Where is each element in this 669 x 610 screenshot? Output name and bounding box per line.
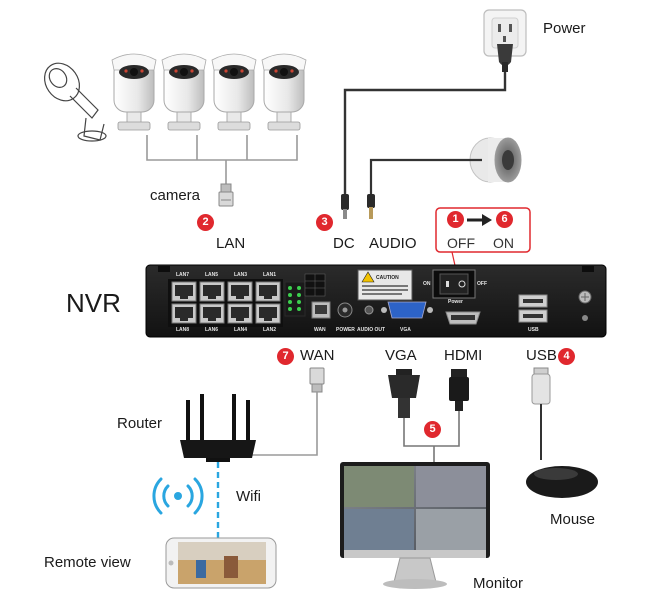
camera-4 bbox=[261, 53, 307, 131]
rj45-port-lan3 bbox=[227, 281, 253, 302]
wan-cable bbox=[245, 392, 318, 456]
status-leds bbox=[284, 281, 306, 317]
audio-connector bbox=[367, 194, 375, 219]
hdmi-port bbox=[445, 311, 481, 325]
panel-vga: VGA bbox=[400, 327, 411, 333]
off-label: OFF bbox=[447, 235, 475, 251]
panel-lan5: LAN5 bbox=[205, 272, 219, 278]
hdmi-label: HDMI bbox=[444, 347, 483, 364]
step-badge-3: 3 bbox=[316, 214, 333, 231]
audio-label: AUDIO bbox=[369, 235, 417, 252]
step-badge-7: 7 bbox=[277, 348, 294, 365]
power-plug bbox=[497, 44, 513, 72]
status-led bbox=[288, 286, 292, 290]
camera-lan-bus bbox=[146, 135, 298, 186]
monitor-cables bbox=[403, 411, 460, 462]
audio-cable bbox=[369, 158, 482, 196]
rj45-port-lan8 bbox=[171, 303, 197, 324]
on-label: ON bbox=[493, 235, 514, 251]
step-badge-6: 6 bbox=[496, 211, 513, 228]
panel-power: POWER bbox=[336, 327, 355, 333]
panel-lan6: LAN6 bbox=[205, 327, 219, 333]
panel-switch-label: Power bbox=[448, 299, 464, 305]
vga-port bbox=[381, 301, 433, 319]
dc-label: DC bbox=[333, 235, 355, 252]
panel-caution: CAUTION bbox=[376, 275, 399, 281]
monitor bbox=[340, 462, 490, 589]
status-led bbox=[297, 307, 301, 311]
power-cable bbox=[343, 72, 507, 196]
panel-lan3: LAN3 bbox=[234, 272, 248, 278]
rj45-port-lan1 bbox=[255, 281, 281, 302]
status-led bbox=[288, 300, 292, 304]
smartphone bbox=[165, 537, 277, 589]
nvr-label: NVR bbox=[66, 288, 121, 318]
rj45-port-lan4 bbox=[227, 303, 253, 324]
panel-lan4: LAN4 bbox=[234, 327, 248, 333]
wan-label: WAN bbox=[300, 347, 335, 364]
status-led bbox=[297, 300, 301, 304]
step-badge-4: 4 bbox=[558, 348, 575, 365]
hdmi-connector bbox=[449, 369, 469, 411]
panel-lan1: LAN1 bbox=[263, 272, 277, 278]
panel-switch-off: OFF bbox=[477, 281, 487, 287]
rj45-port-lan7 bbox=[171, 281, 197, 302]
camera-3 bbox=[211, 53, 257, 131]
camera-2 bbox=[161, 53, 207, 131]
router bbox=[180, 394, 256, 462]
panel-usb: USB bbox=[528, 327, 539, 333]
monitor-label: Monitor bbox=[473, 575, 524, 592]
panel-switch-on: ON bbox=[423, 281, 431, 287]
dc-connector bbox=[341, 194, 349, 219]
dome-camera-sketch bbox=[43, 62, 107, 142]
lan-label: LAN bbox=[216, 235, 246, 252]
usb-connector bbox=[531, 367, 551, 405]
mouse-label: Mouse bbox=[550, 511, 596, 528]
camera-1 bbox=[111, 53, 157, 131]
panel-wan: WAN bbox=[314, 327, 326, 333]
lan-connector bbox=[218, 183, 234, 207]
status-led bbox=[288, 293, 292, 297]
usb-label: USB bbox=[526, 347, 557, 364]
power-switch-callout bbox=[435, 207, 531, 253]
panel-audio-out: AUDIO OUT bbox=[357, 327, 386, 333]
port-legend-grid bbox=[304, 273, 326, 297]
power-label: Power bbox=[543, 20, 586, 37]
audio-out-jack bbox=[364, 305, 374, 315]
router-label: Router bbox=[117, 415, 163, 432]
power-switch bbox=[432, 269, 476, 299]
mouse bbox=[526, 466, 598, 498]
status-led bbox=[288, 307, 292, 311]
status-led bbox=[297, 293, 301, 297]
step-badge-5: 5 bbox=[424, 421, 441, 438]
rj45-port-lan2 bbox=[255, 303, 281, 324]
camera-label: camera bbox=[150, 187, 201, 204]
panel-lan2: LAN2 bbox=[263, 327, 277, 333]
panel-lan7: LAN7 bbox=[176, 272, 190, 278]
vga-label: VGA bbox=[385, 347, 417, 364]
wifi-icon bbox=[152, 477, 204, 515]
wifi-label: Wifi bbox=[236, 488, 261, 505]
ground-screw bbox=[578, 290, 592, 321]
vga-connector bbox=[388, 369, 420, 418]
dc-jack bbox=[337, 302, 353, 318]
status-led bbox=[297, 286, 301, 290]
panel-lan8: LAN8 bbox=[176, 327, 190, 333]
usb-ports bbox=[518, 294, 548, 323]
rj45-port-lan5 bbox=[199, 281, 225, 302]
remote-view-label: Remote view bbox=[44, 554, 131, 571]
caution-label bbox=[357, 269, 413, 301]
wan-connector bbox=[309, 367, 325, 393]
power-socket bbox=[483, 9, 527, 57]
step-badge-1: 1 bbox=[447, 211, 464, 228]
wan-port bbox=[311, 301, 331, 319]
rj45-port-lan6 bbox=[199, 303, 225, 324]
step-badge-2: 2 bbox=[197, 214, 214, 231]
